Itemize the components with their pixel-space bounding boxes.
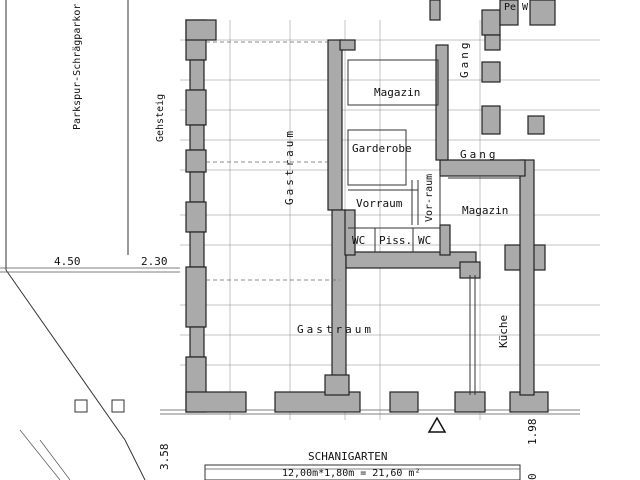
corridor-piers xyxy=(481,0,556,135)
gang-horizontal-label: Gang xyxy=(460,148,499,161)
kueche-label: Küche xyxy=(497,315,510,348)
sidewalk-label: Gehsteig xyxy=(155,94,166,142)
vorraum-label: Vorraum xyxy=(356,197,403,210)
gastraum-top-label: Gastraum xyxy=(283,128,296,205)
magazin-top-label: Magazin xyxy=(374,86,420,99)
piss-label: Piss. xyxy=(379,234,412,247)
dimension-0: 0 xyxy=(526,473,539,480)
dimension-3-58: 3.58 xyxy=(158,444,171,471)
street-label: Parkspur-Schrägparkor xyxy=(72,4,83,130)
entrance-triangle-icon xyxy=(427,416,447,433)
wc-right-label: WC xyxy=(418,234,431,247)
magazin-right-label: Magazin xyxy=(462,204,508,217)
dimension-1-98: 1.98 xyxy=(526,419,539,446)
vorraum-small-label: Vor-raum xyxy=(424,174,435,222)
dimension-2-30: 2.30 xyxy=(141,255,168,268)
grid-lines xyxy=(180,20,600,420)
dimension-4-50: 4.50 xyxy=(54,255,81,268)
schanigarten-area xyxy=(204,464,521,480)
gastraum-bottom-label: Gastraum xyxy=(297,323,374,336)
south-wall xyxy=(185,391,549,413)
bollard-1 xyxy=(74,399,88,413)
bollard-2 xyxy=(111,399,125,413)
area-formula-label: 12,00m*1,80m = 21,60 m² xyxy=(282,468,420,479)
top-corner-label: Pe W xyxy=(504,2,529,13)
wc-left-label: WC xyxy=(352,234,365,247)
schanigarten-label: SCHANIGARTEN xyxy=(308,450,387,463)
gang-vertical-label: Gang xyxy=(458,40,471,79)
garderobe-label: Garderobe xyxy=(352,142,412,155)
west-wall xyxy=(185,19,207,413)
room-outlines xyxy=(206,41,520,395)
